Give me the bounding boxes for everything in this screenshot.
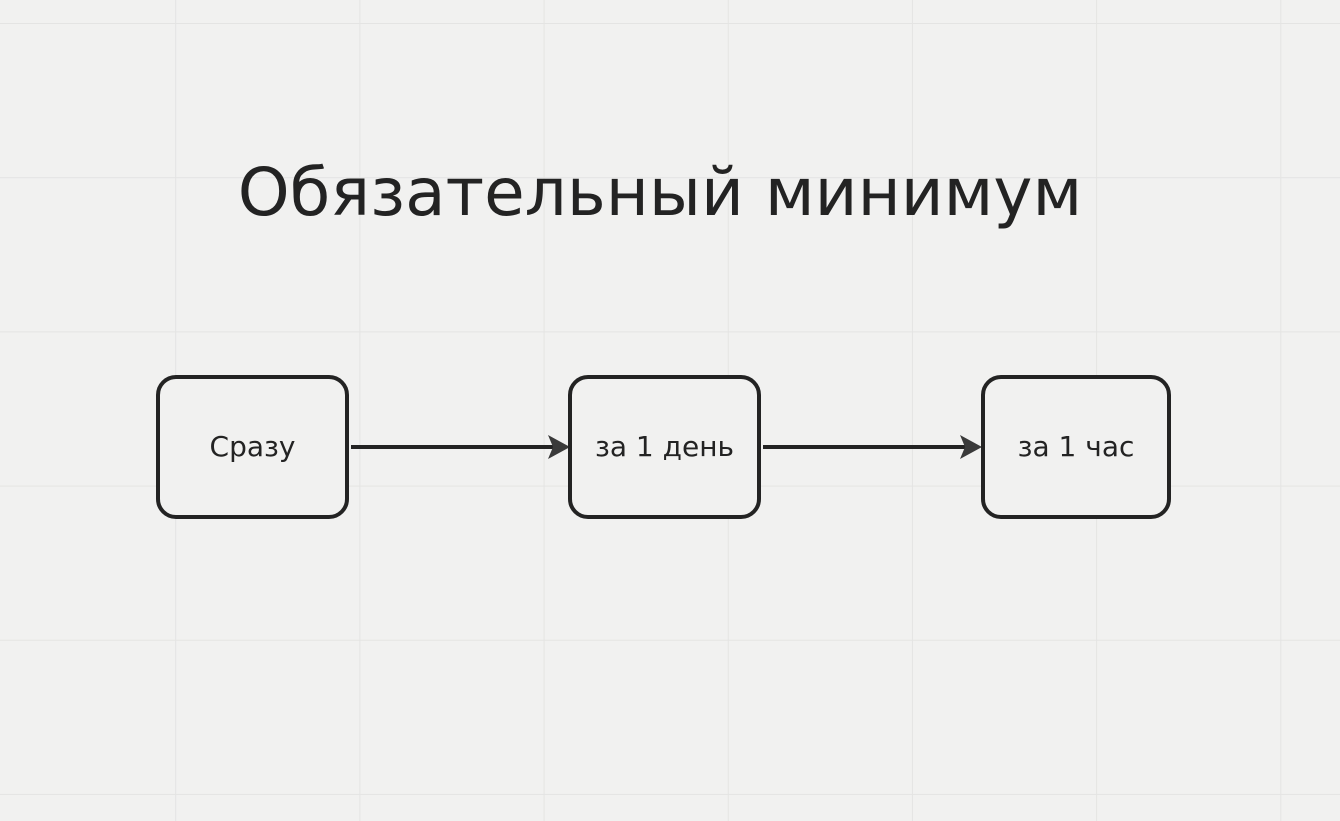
- flow-node-label: Сразу: [209, 430, 296, 463]
- edge-za-1-den-to-za-1-chas: [763, 435, 982, 459]
- flow-node-srazu[interactable]: Сразу: [156, 375, 349, 519]
- page-title: Обязательный минимум: [237, 154, 1083, 231]
- flow-node-label: за 1 час: [1017, 430, 1135, 463]
- edge-sразу-to-za-1-den: [351, 435, 570, 459]
- arrowhead-icon: [960, 435, 982, 459]
- arrowhead-icon: [548, 435, 570, 459]
- flow-node-label: за 1 день: [594, 430, 735, 463]
- flow-node-za-1-chas[interactable]: за 1 час: [981, 375, 1171, 519]
- flow-node-za-1-den[interactable]: за 1 день: [568, 375, 761, 519]
